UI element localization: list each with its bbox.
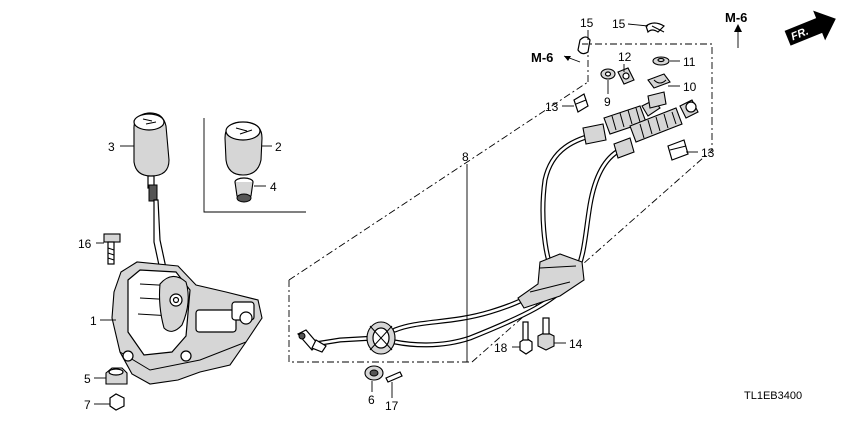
callout-10: 10 <box>683 80 697 94</box>
callout-8: 8 <box>462 150 469 164</box>
ref-m6-left: M-6 <box>531 50 553 65</box>
callout-11: 11 <box>683 55 696 69</box>
shift-knob-part-2 <box>224 121 263 176</box>
callout-13-b: 13 <box>701 146 715 160</box>
callout-5: 5 <box>84 372 91 386</box>
nut-part-5 <box>105 367 128 385</box>
washer-part-11 <box>652 56 670 66</box>
callout-12: 12 <box>618 50 632 64</box>
callout-7: 7 <box>84 398 91 412</box>
callout-6: 6 <box>368 393 375 407</box>
assembly-outline-part-8 <box>288 43 713 363</box>
callout-15-b: 15 <box>612 17 626 31</box>
m6-reference-arrow-right <box>734 24 742 48</box>
ref-m6-right: M-6 <box>725 10 747 25</box>
shift-lever-housing-part-1 <box>111 261 263 385</box>
front-direction-arrow: FR. <box>784 10 836 46</box>
diagram-code: TL1EB3400 <box>744 390 802 402</box>
callout-15-a: 15 <box>580 16 594 30</box>
washer-part-9 <box>600 68 616 80</box>
bolt-part-7 <box>109 393 125 411</box>
callout-9: 9 <box>604 95 611 109</box>
callout-17: 17 <box>385 399 399 413</box>
option-bracket <box>203 118 306 213</box>
cable-end-bushing <box>647 91 667 109</box>
bushing-part-12 <box>617 67 635 85</box>
leader-lines <box>94 23 698 405</box>
cable-clip-part-13-a <box>573 93 589 113</box>
knob-collar-part-4 <box>234 177 254 203</box>
spring-clip-part-15-a <box>577 36 591 55</box>
bolt-part-18 <box>519 321 533 355</box>
callout-14: 14 <box>569 337 583 351</box>
spring-clip-part-15-b <box>645 22 665 34</box>
bolt-part-14 <box>537 317 555 351</box>
shift-knob-part-3 <box>133 112 170 202</box>
callout-13-a: 13 <box>545 100 559 114</box>
grommet-part-6 <box>364 365 384 381</box>
m6-reference-arrow-left <box>563 55 581 63</box>
bolt-part-16 <box>103 233 121 265</box>
cable-clip-part-13-b <box>667 139 689 161</box>
callout-18: 18 <box>494 341 508 355</box>
pin-part-17 <box>385 371 403 383</box>
callout-4: 4 <box>270 180 277 194</box>
clip-part-10 <box>647 73 671 89</box>
callout-16: 16 <box>78 237 92 251</box>
shift-cable-assembly-part-8 <box>297 99 699 355</box>
shift-lever-rod <box>153 199 167 271</box>
callout-1: 1 <box>90 314 97 328</box>
callout-3: 3 <box>108 140 115 154</box>
callout-2: 2 <box>275 140 282 154</box>
